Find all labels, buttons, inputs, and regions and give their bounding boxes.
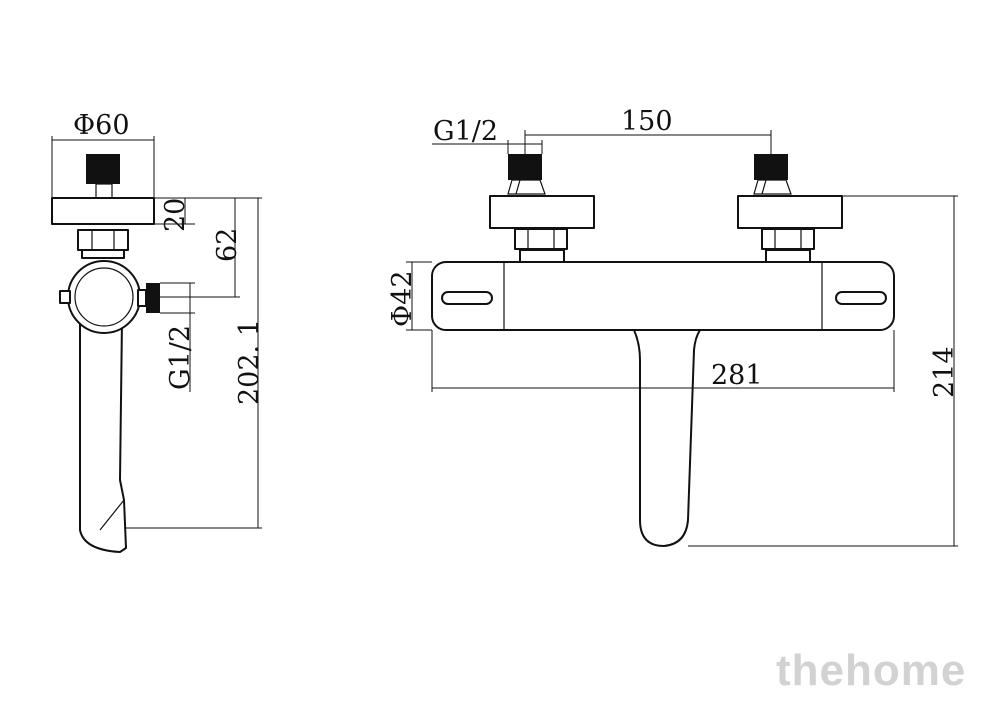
side-handle-lever bbox=[79, 319, 127, 553]
side-thread-connector bbox=[86, 154, 120, 199]
front-right-flange bbox=[737, 195, 843, 229]
front-body bbox=[431, 261, 895, 331]
front-spacing-label: 150 bbox=[621, 106, 673, 137]
front-left-slot bbox=[441, 291, 493, 305]
side-inlet-pipe bbox=[137, 283, 160, 313]
dim-front-diameter: Φ42 bbox=[387, 261, 432, 331]
dim-side-thread: G1/2 bbox=[160, 282, 196, 392]
dim-front-height: 214 bbox=[688, 195, 960, 547]
side-diameter-label: Φ60 bbox=[73, 110, 130, 141]
side-flange-label: 20 bbox=[160, 198, 191, 232]
front-diameter-label: Φ42 bbox=[387, 271, 418, 328]
front-thread-label: G1/2 bbox=[433, 116, 498, 147]
dim-side-height: 202. 1 bbox=[124, 197, 265, 529]
dim-front-length: 281 bbox=[431, 330, 895, 392]
side-body-circle bbox=[67, 260, 141, 334]
front-right-connector bbox=[737, 154, 843, 279]
side-view: Φ60 20 62 G1/2 202. 1 bbox=[51, 110, 265, 553]
side-height-label: 202. 1 bbox=[234, 319, 265, 405]
front-left-connector bbox=[489, 154, 595, 279]
dim-front-spacing: 150 bbox=[524, 106, 772, 154]
side-thread-label: G1/2 bbox=[165, 325, 196, 390]
front-view: G1/2 150 Φ42 281 214 bbox=[387, 106, 960, 547]
front-height-label: 214 bbox=[929, 346, 960, 398]
front-right-slot bbox=[835, 291, 887, 305]
side-offset-label: 62 bbox=[212, 228, 243, 262]
front-left-flange bbox=[489, 195, 595, 229]
side-hex-nut bbox=[77, 229, 129, 259]
dim-front-thread: G1/2 bbox=[432, 116, 543, 154]
side-flange bbox=[51, 197, 155, 225]
dim-side-flange: 20 bbox=[154, 197, 195, 232]
dim-side-diameter: Φ60 bbox=[51, 110, 155, 198]
watermark-logo: thehome bbox=[776, 646, 966, 695]
front-length-label: 281 bbox=[711, 360, 763, 391]
side-knob bbox=[59, 290, 71, 304]
front-spout bbox=[633, 329, 701, 547]
